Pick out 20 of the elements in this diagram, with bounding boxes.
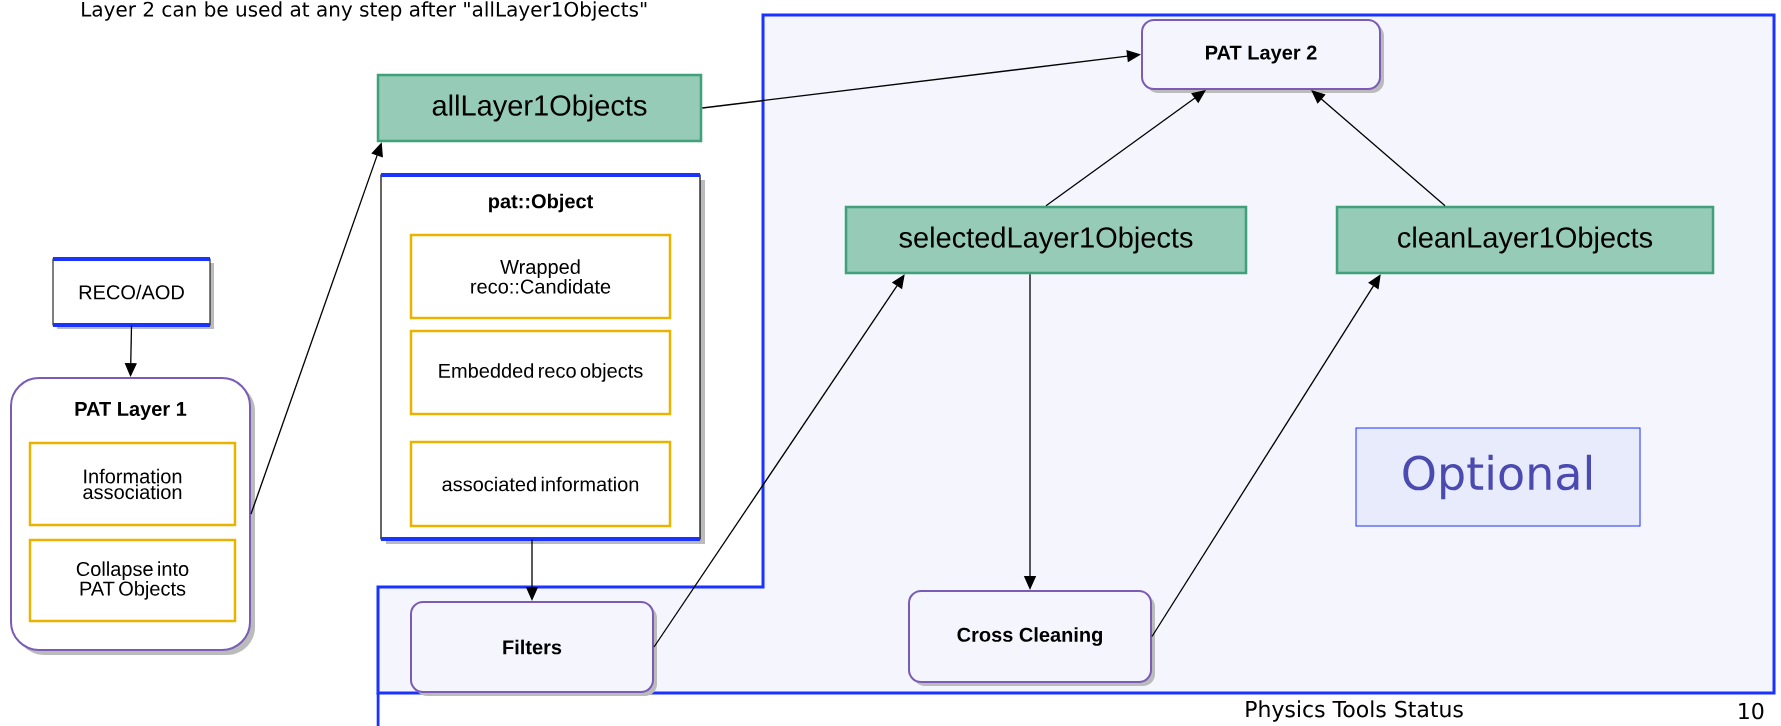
optional-tag: Optional (1355, 427, 1641, 527)
process-box: Filters (410, 601, 657, 696)
collection-box: allLayer1Objects (376, 73, 703, 143)
collection-box: selectedLayer1Objects (844, 205, 1248, 275)
step-box: Wrapped reco::Candidate (409, 233, 672, 320)
arrow (1311, 90, 1446, 207)
arrow (1045, 90, 1206, 207)
process-box: PAT Layer 2 (1141, 19, 1384, 93)
step-box: Information association (28, 441, 237, 527)
footer-text: Physics Tools Status (1246, 700, 1463, 722)
page-number: 10 (1739, 702, 1764, 720)
collection-box: cleanLayer1Objects (1335, 205, 1715, 275)
arrow (653, 274, 905, 648)
data-box: RECO/AOD (52, 257, 214, 329)
step-box: Collapse into PAT Objects (28, 538, 237, 623)
process-box: Cross Cleaning (908, 590, 1155, 686)
note-text: Layer 2 can be used at any step after "allLayer1Objects" (82, 1, 647, 21)
step-box: Embedded reco objects (409, 329, 672, 416)
arrow (701, 50, 1141, 109)
step-box: associated information (409, 440, 672, 528)
